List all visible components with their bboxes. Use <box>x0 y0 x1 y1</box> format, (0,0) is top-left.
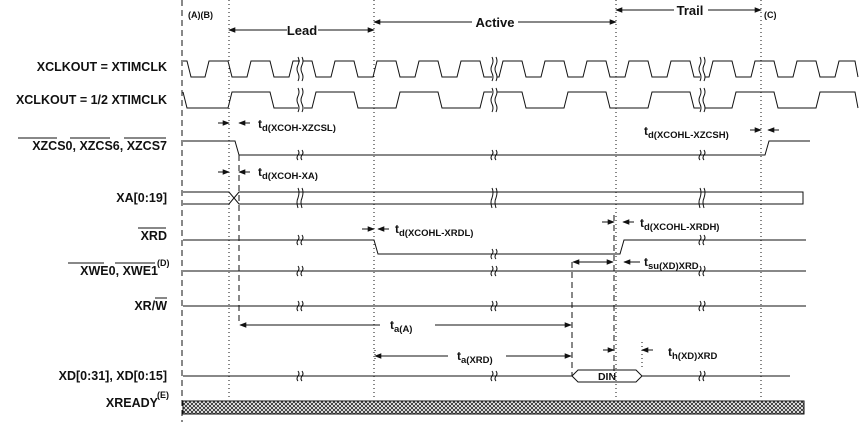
timing-xrdh: td(XCOHL-XRDH) <box>640 216 719 233</box>
signal-xzcs: XZCS0, XZCS6, XZCS7 <box>32 139 167 153</box>
signal-xrd: XRD <box>141 229 167 243</box>
timing-xrdl-t: t <box>395 222 399 236</box>
xrd-breaks <box>296 234 706 260</box>
xd-breaks <box>296 370 706 382</box>
signal-xrw: XR/W <box>134 299 167 313</box>
xwe0-label: XWE0 <box>80 264 115 278</box>
xclkout-waveform-2 <box>303 60 492 78</box>
timing-taxrd-sub: a(XRD) <box>461 355 493 366</box>
signal-xwe: XWE0, XWE1 <box>80 264 158 278</box>
timing-xrdh-sub: d(XCOHL-XRDH) <box>644 222 719 233</box>
xrw-label-w: W <box>155 299 167 313</box>
xwe1-label: XWE1 <box>123 264 158 278</box>
signal-xclkout: XCLKOUT = XTIMCLK <box>37 60 167 74</box>
xwe-sep: , <box>116 264 123 278</box>
timing-taxrd-t: t <box>457 349 461 363</box>
timing-xa: td(XCOH-XA) <box>258 165 318 182</box>
note-ab: (A)(B) <box>188 10 213 20</box>
signal-xready: XREADY <box>106 396 159 410</box>
xclkout-waveform-4 <box>705 60 859 78</box>
phase-lead: Lead <box>287 23 317 38</box>
xclkout-waveform-3 <box>497 60 700 78</box>
timing-xrdl-sub: d(XCOHL-XRDL) <box>399 228 473 239</box>
timing-su-t: t <box>644 255 648 269</box>
timing-h-sub: h(XD)XRD <box>672 351 718 362</box>
xclkout-half-waveform-2 <box>304 91 492 109</box>
signal-xclkout-half: XCLKOUT = 1/2 XTIMCLK <box>16 93 167 107</box>
xzcs-sep-1: , <box>73 139 80 153</box>
timing-xzcsh-sub: d(XCOHL-XZCSH) <box>648 130 729 141</box>
timing-h: th(XD)XRD <box>668 345 718 362</box>
timing-h-t: t <box>668 345 672 359</box>
xwe-breaks <box>296 265 706 277</box>
timing-taxrd: ta(XRD) <box>457 349 493 366</box>
xclkout-half-waveform <box>182 91 298 109</box>
xd-din-label: DIN <box>598 371 616 383</box>
phase-active: Active <box>475 15 514 30</box>
xa-breaks <box>296 187 706 209</box>
xready-dont-care-bar <box>182 400 805 415</box>
timing-xzcsl-t: t <box>258 117 262 131</box>
timing-ta-t: t <box>390 318 394 332</box>
signal-xa: XA[0:19] <box>116 191 167 205</box>
signal-xd: XD[0:31], XD[0:15] <box>59 369 167 383</box>
xclkout-half-waveform-3 <box>497 91 700 109</box>
xwe-note: (D) <box>157 258 170 268</box>
timing-su-sub: su(XD)XRD <box>648 261 699 272</box>
phase-trail: Trail <box>677 3 704 18</box>
xzcs-breaks <box>296 149 706 161</box>
timing-ta-sub: a(A) <box>394 324 412 335</box>
xzcs6-label: XZCS6 <box>79 139 119 153</box>
timing-xzcsh-t: t <box>644 124 648 138</box>
xa-bus <box>183 191 804 205</box>
xclkout-breaks <box>296 56 706 82</box>
xrw-breaks <box>296 300 706 312</box>
xready-note: (E) <box>157 390 169 400</box>
xclkout-half-waveform-4 <box>705 91 859 109</box>
xclkout-waveform <box>183 60 300 78</box>
timing-xzcsl: td(XCOH-XZCSL) <box>258 117 336 134</box>
note-c: (C) <box>764 10 777 20</box>
timing-xrdh-t: t <box>640 216 644 230</box>
timing-xrdl: td(XCOHL-XRDL) <box>395 222 473 239</box>
timing-su: tsu(XD)XRD <box>644 255 699 272</box>
timing-xzcsl-sub: d(XCOH-XZCSL) <box>262 123 336 134</box>
xrw-label-r: XR/ <box>134 299 155 313</box>
timing-ta: ta(A) <box>390 318 412 335</box>
xzcs7-label: XZCS7 <box>127 139 167 153</box>
timing-xzcsh: td(XCOHL-XZCSH) <box>644 124 729 141</box>
xzcs-sep-2: , <box>120 139 127 153</box>
xzcs-waveform <box>183 140 810 156</box>
xrd-waveform <box>183 239 806 255</box>
xzcs0-label: XZCS0 <box>32 139 72 153</box>
xclkout-half-breaks <box>296 87 706 113</box>
timing-xa-t: t <box>258 165 262 179</box>
timing-xa-sub: d(XCOH-XA) <box>262 171 318 182</box>
